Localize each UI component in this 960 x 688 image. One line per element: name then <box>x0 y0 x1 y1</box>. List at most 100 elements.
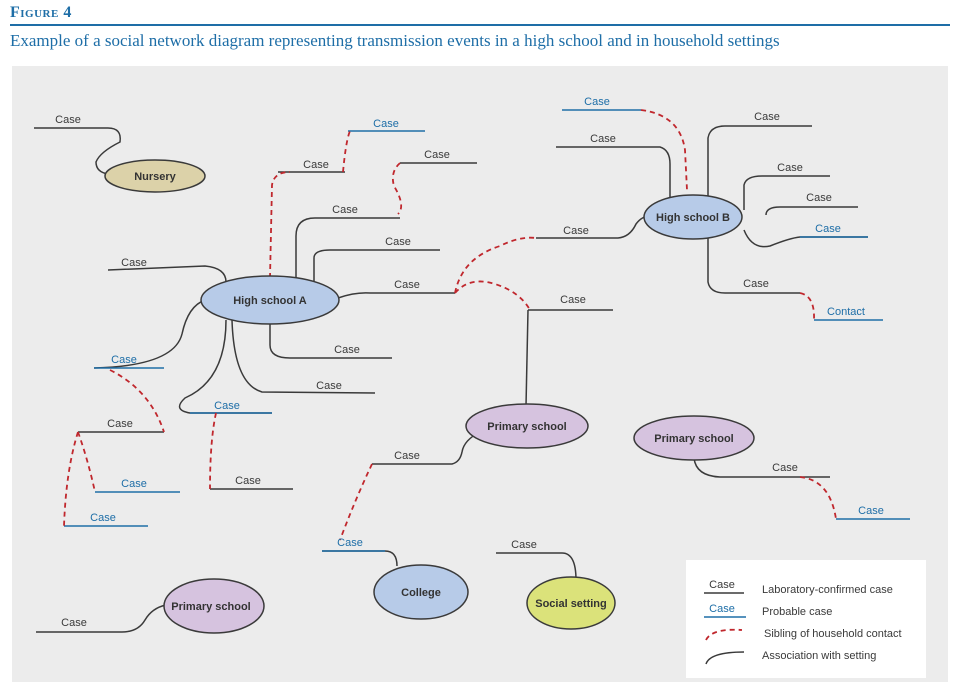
edge-hsa-case-5 <box>231 319 376 394</box>
sibling-lines <box>63 109 837 541</box>
edge-hsb-case-4 <box>765 206 858 216</box>
case-label: Case <box>806 192 832 204</box>
sibling-household-2 <box>77 431 96 493</box>
legend-sibling-text: Sibling of household contact <box>764 628 902 640</box>
edge-hsa-case-1 <box>295 217 400 278</box>
edge-ps-vertical <box>525 309 529 407</box>
figure-label: Figure 4 <box>10 4 72 21</box>
node-primary-school-bottom <box>163 578 265 634</box>
case-label: Case <box>772 462 798 474</box>
probable-case-label: Case <box>111 354 137 366</box>
node-primary-school-center <box>465 403 589 449</box>
legend-sibling-line <box>705 628 743 641</box>
case-label: Case <box>334 344 360 356</box>
probable-case-label: Case <box>337 537 363 549</box>
association-lines <box>34 125 868 633</box>
edge-nursery-case <box>34 127 121 175</box>
legend-confirmed-text: Laboratory-confirmed case <box>762 584 893 596</box>
case-label: Case <box>332 204 358 216</box>
sibling-hsb-probable <box>640 109 688 191</box>
label-social-setting: Social setting <box>535 598 607 610</box>
sibling-ps-right <box>799 476 837 520</box>
sibling-household-1 <box>109 369 165 433</box>
case-label: Case <box>511 539 537 551</box>
node-primary-school-right <box>633 415 755 461</box>
legend: Case Laboratory-confirmed case Case Prob… <box>686 560 926 678</box>
sibling-hsa-top <box>269 171 291 279</box>
case-label: Case <box>743 278 769 290</box>
contact-label: Contact <box>827 306 865 318</box>
case-label: Case <box>563 225 589 237</box>
node-nursery <box>104 159 206 193</box>
label-college: College <box>401 587 441 599</box>
edge-hsa-probable-2 <box>93 299 206 369</box>
node-social-setting <box>526 576 616 630</box>
case-label: Case <box>61 617 87 629</box>
sibling-household-3 <box>63 431 79 527</box>
probable-case-label: Case <box>214 400 240 412</box>
sibling-ps-college <box>339 463 373 541</box>
edge-hsb-case-2 <box>707 125 812 198</box>
probable-case-label: Case <box>584 96 610 108</box>
legend-box <box>686 560 926 678</box>
probable-case-label: Case <box>90 512 116 524</box>
label-high-school-b: High school B <box>656 212 730 224</box>
edge-ps-right-case <box>693 457 830 478</box>
sibling-hsa-ps <box>454 280 531 311</box>
edge-hsb-case-1 <box>556 146 671 198</box>
case-label: Case <box>777 162 803 174</box>
label-nursery: Nursery <box>134 171 176 183</box>
legend-association-text: Association with setting <box>762 650 876 662</box>
case-label: Case <box>754 111 780 123</box>
case-label: Case <box>590 133 616 145</box>
setting-nodes <box>104 159 755 634</box>
label-primary-school-bottom: Primary school <box>171 601 250 613</box>
case-label-nursery: Case <box>55 114 81 126</box>
edge-hsa-probable-1 <box>178 319 272 414</box>
case-label: Case <box>107 418 133 430</box>
sibling-household-4 <box>209 412 217 490</box>
case-label: Case <box>316 380 342 392</box>
legend-probable-text: Probable case <box>762 606 832 618</box>
edge-hsa-case-4 <box>269 318 392 359</box>
node-college <box>373 564 469 620</box>
edge-hsa-case-2 <box>313 249 440 282</box>
figure-title: Example of a social network diagram repr… <box>10 31 780 50</box>
case-label: Case <box>394 279 420 291</box>
edge-hsa-case-left <box>107 265 227 283</box>
case-label: Case <box>121 257 147 269</box>
edge-ps-case-left <box>372 431 481 465</box>
edge-hsb-contact <box>707 234 800 294</box>
sibling-contact <box>799 292 815 321</box>
legend-probable-sample: Case <box>709 603 735 615</box>
case-label: Case <box>303 159 329 171</box>
sibling-top-right <box>391 162 403 215</box>
case-label: Case <box>235 475 261 487</box>
probable-case-label: Case <box>373 118 399 130</box>
edge-hsb-probable <box>743 229 868 248</box>
case-label: Case <box>394 450 420 462</box>
label-high-school-a: High school A <box>233 295 307 307</box>
sibling-hsa-hsb <box>454 236 537 294</box>
edge-hsa-case-3 <box>337 292 455 299</box>
edge-social-case <box>496 552 577 581</box>
legend-association-line <box>705 651 745 665</box>
label-primary-school-right: Primary school <box>654 433 733 445</box>
edge-hsb-case-3 <box>743 175 830 210</box>
edge-college-case <box>322 550 398 567</box>
probable-lines <box>64 109 910 552</box>
probable-case-label: Case <box>815 223 841 235</box>
case-label: Case <box>560 294 586 306</box>
legend-confirmed-sample: Case <box>709 579 735 591</box>
probable-case-label: Case <box>121 478 147 490</box>
node-high-school-a <box>200 275 340 325</box>
probable-case-label: Case <box>858 505 884 517</box>
label-primary-school-center: Primary school <box>487 421 566 433</box>
sibling-top-probable <box>342 130 351 173</box>
title-rule <box>10 24 950 26</box>
node-high-school-b <box>643 194 743 240</box>
edge-ps-bottom-case <box>36 604 167 633</box>
case-label: Case <box>424 149 450 161</box>
case-label: Case <box>385 236 411 248</box>
